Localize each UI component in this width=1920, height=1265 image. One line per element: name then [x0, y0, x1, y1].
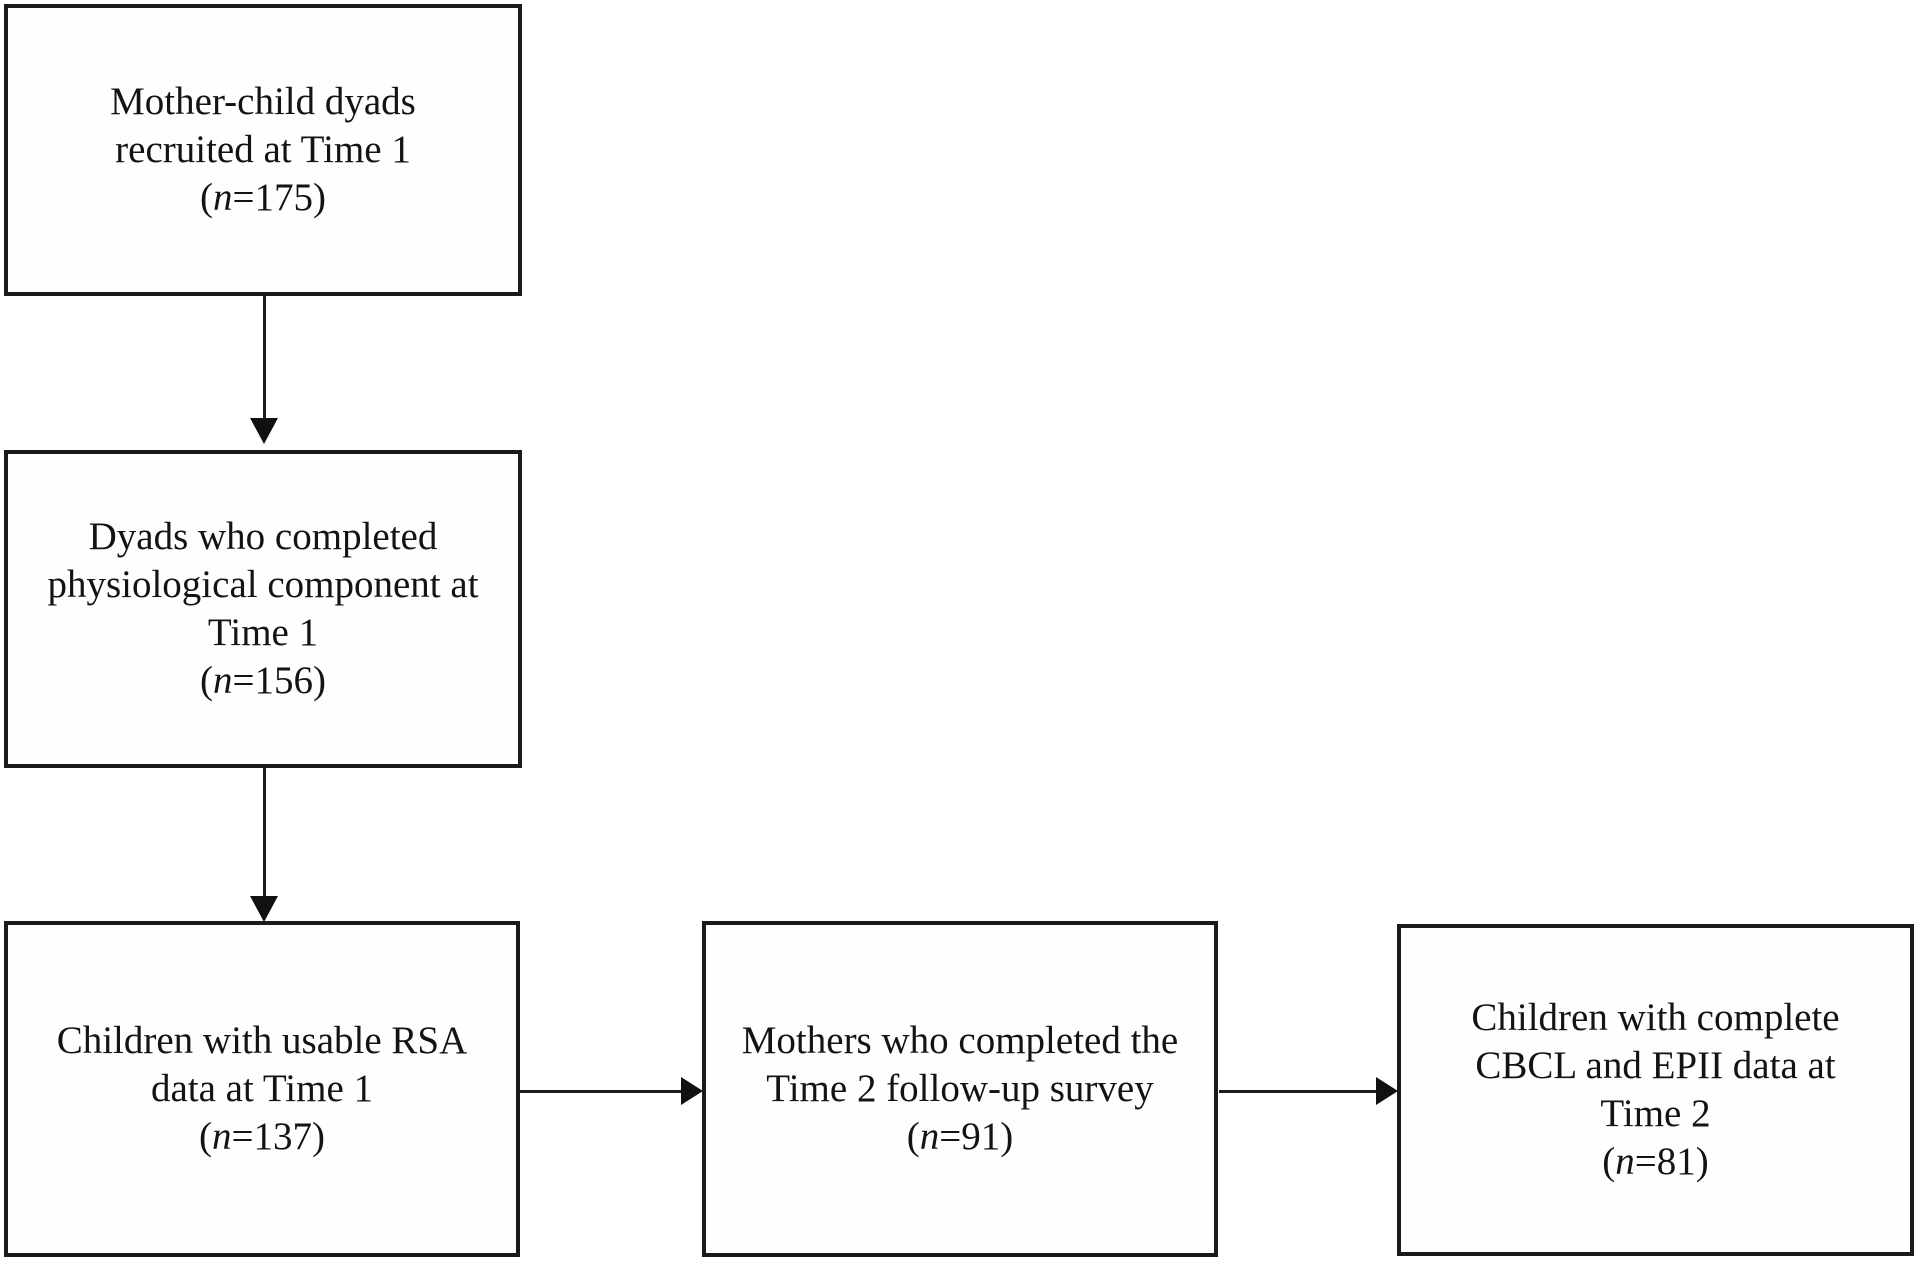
box-text-line: Time 2 follow-up survey [766, 1067, 1154, 1110]
arrow-survey-to-cbcl-line [1219, 1090, 1377, 1093]
n-symbol: n [213, 176, 233, 219]
box-text-line: Time 1 [207, 611, 319, 654]
n-value-text: =81) [1634, 1140, 1709, 1183]
n-value-text: =137) [231, 1115, 325, 1158]
box-text-line: Mother-child dyads [110, 80, 416, 123]
box-text-line: Dyads who completed [88, 515, 438, 558]
sample-size-label: (n=91) [907, 1113, 1013, 1161]
box-text-line: CBCL and EPII data at [1475, 1044, 1836, 1087]
arrow-right-head-icon [1376, 1077, 1398, 1105]
n-symbol: n [212, 1115, 232, 1158]
sample-size-label: (n=156) [200, 657, 326, 705]
paren-open: ( [1602, 1140, 1616, 1183]
arrow-recruited-to-physio-line [263, 296, 266, 418]
arrow-rsa-to-survey-line [520, 1090, 682, 1093]
paren-open: ( [200, 659, 213, 702]
paren-open: ( [906, 1115, 920, 1158]
flow-box-usable-rsa-time1: Children with usable RSA data at Time 1 … [4, 921, 520, 1257]
box-text-line: recruited at Time 1 [115, 128, 411, 171]
n-value-text: =91) [939, 1115, 1014, 1158]
flow-box-recruited-time1: Mother-child dyads recruited at Time 1 (… [4, 4, 522, 296]
arrow-down-head-icon [250, 418, 278, 444]
n-value-text: =175) [232, 176, 326, 219]
n-symbol: n [1615, 1140, 1635, 1183]
arrow-right-head-icon [681, 1077, 703, 1105]
box-text-line: Time 2 [1600, 1092, 1711, 1135]
box-text-line: Children with usable RSA [56, 1019, 468, 1062]
n-symbol: n [213, 659, 233, 702]
box-text-line: Children with complete [1471, 996, 1840, 1039]
arrow-down-head-icon [250, 896, 278, 922]
flow-box-cbcl-epii-time2: Children with complete CBCL and EPII dat… [1397, 924, 1914, 1256]
box-text-line: data at Time 1 [150, 1067, 374, 1110]
arrow-physio-to-rsa-line [263, 768, 266, 896]
box-text-line: Mothers who completed the [741, 1019, 1179, 1062]
n-symbol: n [919, 1115, 940, 1158]
n-value-text: =156) [232, 659, 326, 702]
paren-open: ( [200, 176, 213, 219]
box-text-line: physiological component at [47, 563, 479, 606]
paren-open: ( [199, 1115, 212, 1158]
sample-size-label: (n=81) [1602, 1138, 1708, 1186]
sample-size-label: (n=137) [199, 1113, 325, 1161]
flow-box-survey-time2: Mothers who completed the Time 2 follow-… [702, 921, 1218, 1257]
sample-size-label: (n=175) [200, 174, 326, 222]
flow-box-physio-time1: Dyads who completed physiological compon… [4, 450, 522, 768]
